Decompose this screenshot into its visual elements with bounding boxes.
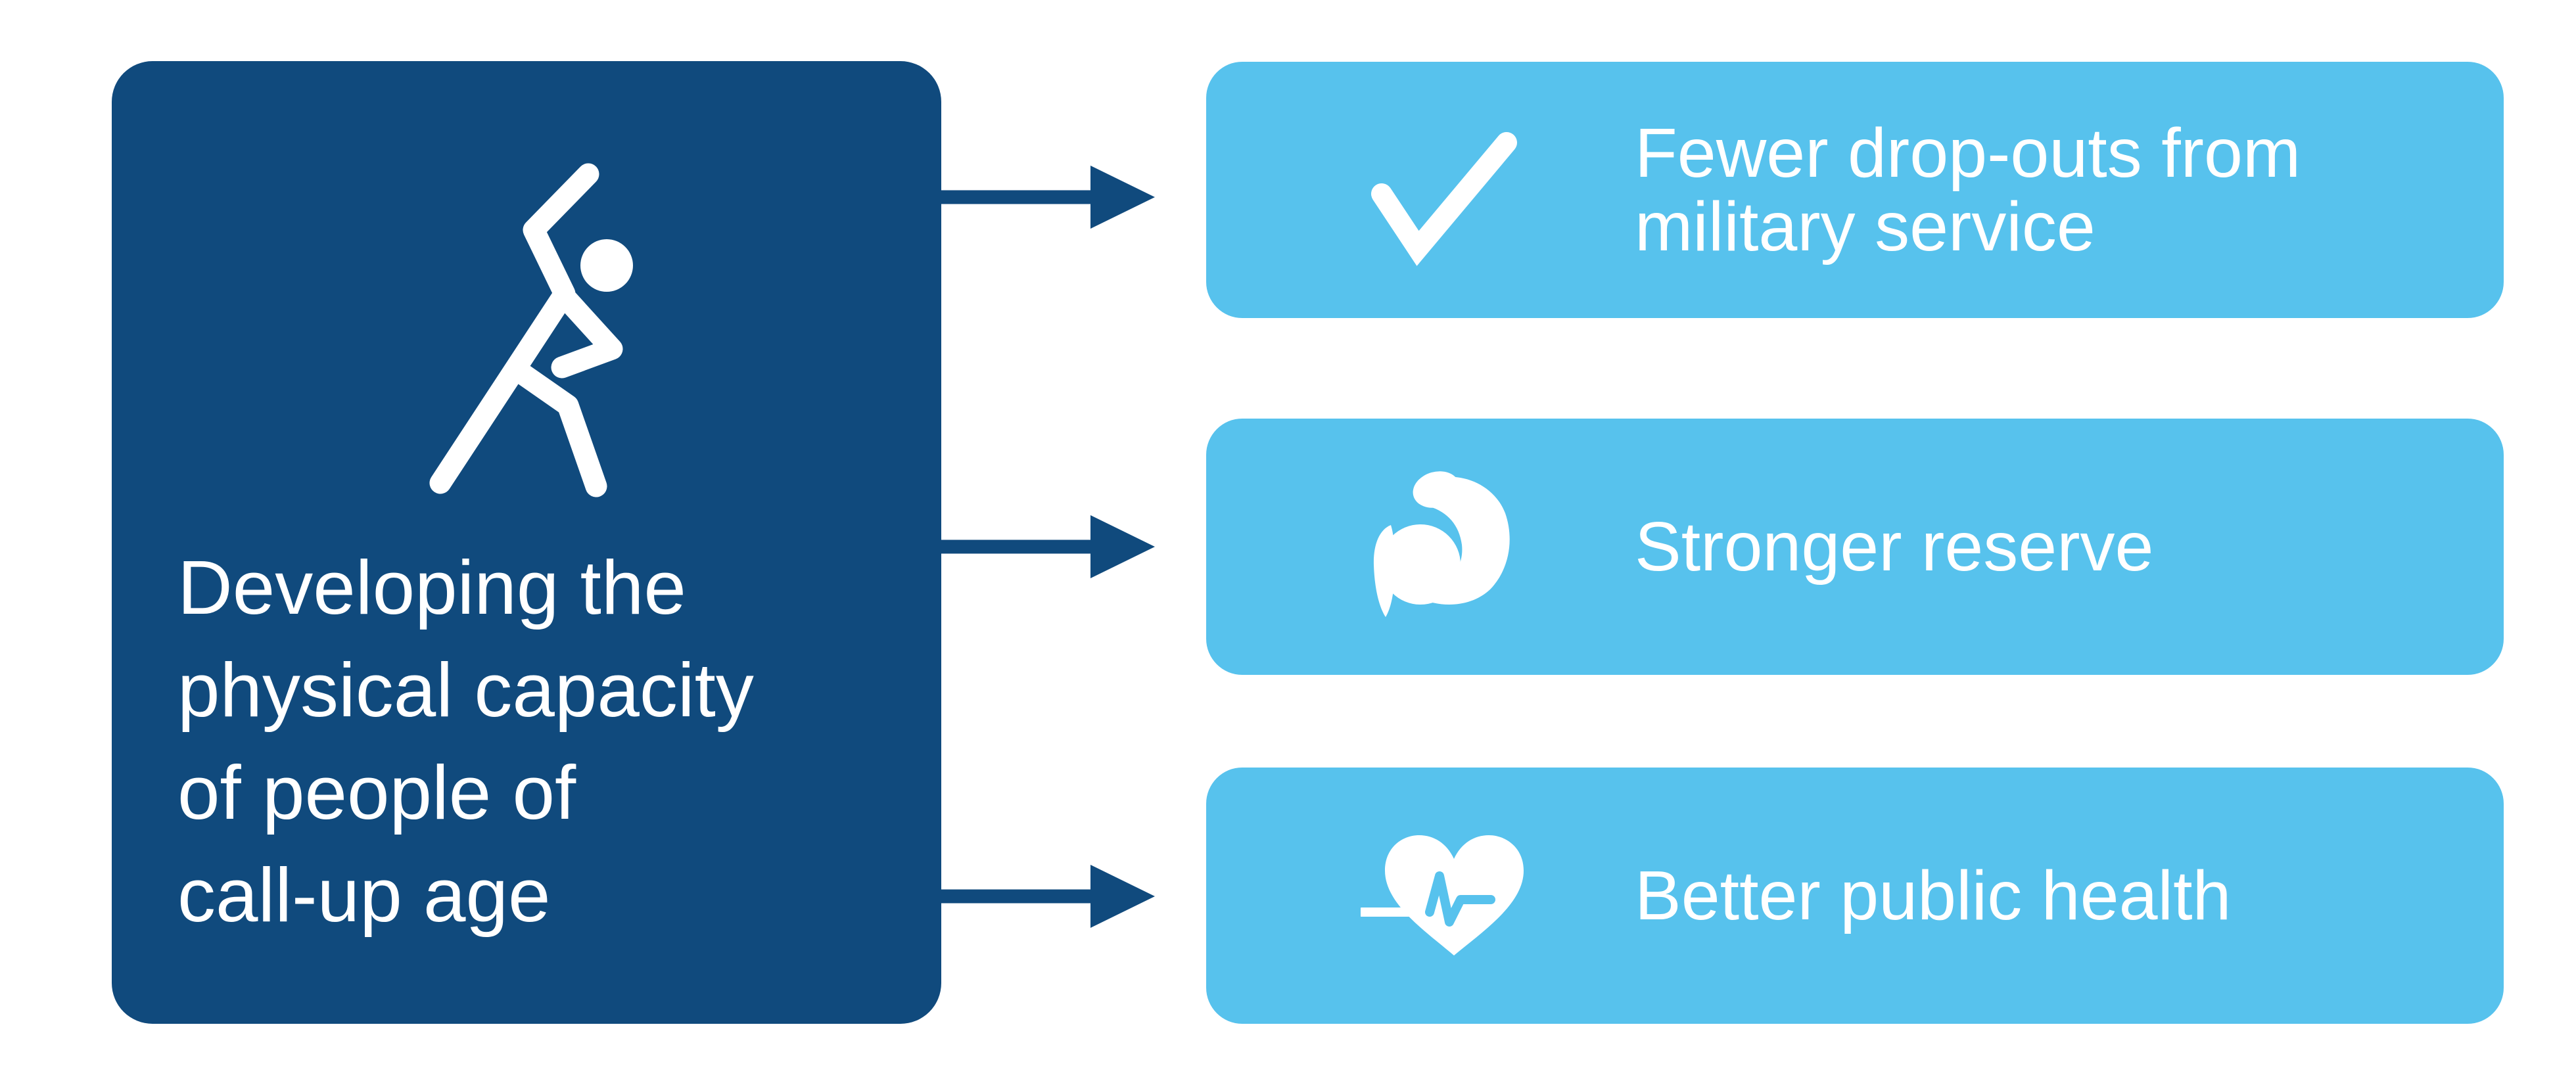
heart-pulse-icon xyxy=(1361,835,1524,955)
outcome-label: Stronger reserve xyxy=(1635,508,2154,585)
source-box: Developing the physical capacity of peop… xyxy=(112,61,941,1024)
outcome-label: Fewer drop-outs from military service xyxy=(1635,114,2301,265)
exercising-person-icon xyxy=(429,163,633,497)
arrow-right-icon xyxy=(941,515,1155,578)
checkmark-icon xyxy=(1371,132,1517,266)
flexed-biceps-icon xyxy=(1373,471,1510,617)
source-box-title: Developing the physical capacity of peop… xyxy=(177,545,754,938)
arrow-right-icon xyxy=(941,865,1155,928)
outcome-box-public-health: Better public health xyxy=(1206,768,2504,1024)
outcome-box-stronger-reserve: Stronger reserve xyxy=(1206,419,2504,675)
outcome-box-fewer-dropouts: Fewer drop-outs from military service xyxy=(1206,62,2504,318)
arrow-right-icon xyxy=(941,166,1155,229)
outcome-label: Better public health xyxy=(1635,857,2232,934)
